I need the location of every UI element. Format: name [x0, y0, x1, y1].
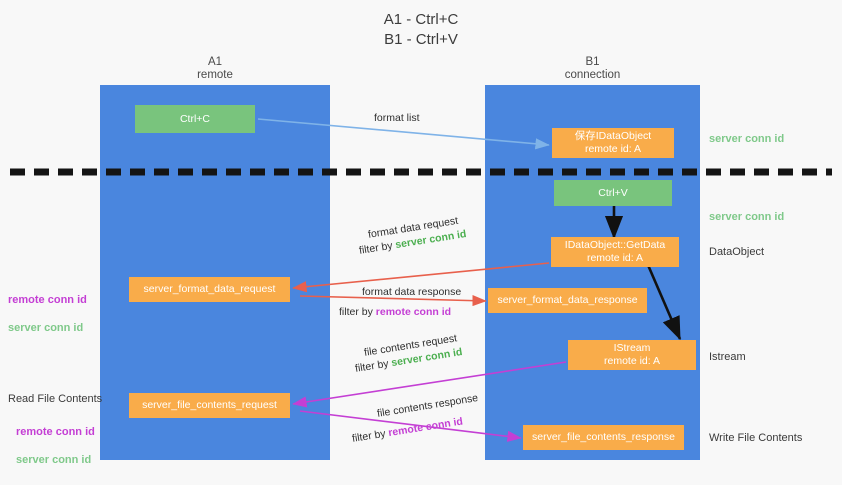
- annotation-remote-conn-id: remote conn id: [8, 294, 87, 306]
- node-istream[interactable]: IStream remote id: A: [568, 340, 696, 370]
- filter-prefix: filter by: [351, 427, 390, 445]
- annotation-server-conn-id-top: server conn id: [709, 133, 785, 145]
- annotation-read-file-contents: Read File Contents: [8, 393, 103, 405]
- annotation-server-conn-id: server conn id: [16, 454, 92, 466]
- edge-label-file-contents-response: file contents response: [376, 392, 479, 420]
- filter-value-remote-conn-id: remote conn id: [387, 415, 464, 440]
- edge-label-format-data-response-filter: filter by remote conn id: [339, 305, 451, 319]
- node-ctrl-c[interactable]: Ctrl+C: [135, 105, 255, 133]
- node-server-format-data-request[interactable]: server_format_data_request: [129, 277, 290, 302]
- node-server-file-contents-response[interactable]: server_file_contents_response: [523, 425, 684, 450]
- filter-prefix: filter by: [339, 306, 376, 318]
- annotation-conn-pair-mid: remote conn id server conn id: [8, 279, 87, 349]
- annotation-dataobject: DataObject: [709, 246, 765, 258]
- annotation-conn-pair-bottom: remote conn id server conn id: [16, 411, 95, 481]
- filter-value-remote-conn-id: remote conn id: [375, 306, 452, 318]
- edge-label-format-data-response: format data response: [362, 286, 462, 298]
- filter-prefix: filter by: [354, 357, 393, 375]
- annotation-istream: Istream: [709, 351, 746, 363]
- annotation-remote-conn-id: remote conn id: [16, 426, 95, 438]
- column-header-a1: A1 remote: [197, 56, 233, 81]
- column-header-b1: B1 connection: [564, 56, 621, 81]
- page-title: A1 - Ctrl+C B1 - Ctrl+V: [383, 11, 459, 48]
- filter-prefix: filter by: [358, 239, 397, 257]
- edge-label-file-contents-response-filter: filter by remote conn id: [351, 414, 464, 445]
- annotation-write-file-contents: Write File Contents: [709, 432, 803, 444]
- node-save-dataobject[interactable]: 保存IDataObject remote id: A: [552, 128, 674, 158]
- edge-label-format-list: format list: [374, 112, 420, 124]
- annotation-server-conn-id-mid: server conn id: [709, 211, 785, 223]
- annotation-server-conn-id: server conn id: [8, 322, 84, 334]
- node-server-format-data-response[interactable]: server_format_data_response: [488, 288, 647, 313]
- node-ctrl-v[interactable]: Ctrl+V: [554, 180, 672, 206]
- node-server-file-contents-request[interactable]: server_file_contents_request: [129, 393, 290, 418]
- node-getdata[interactable]: IDataObject::GetData remote id: A: [551, 237, 679, 267]
